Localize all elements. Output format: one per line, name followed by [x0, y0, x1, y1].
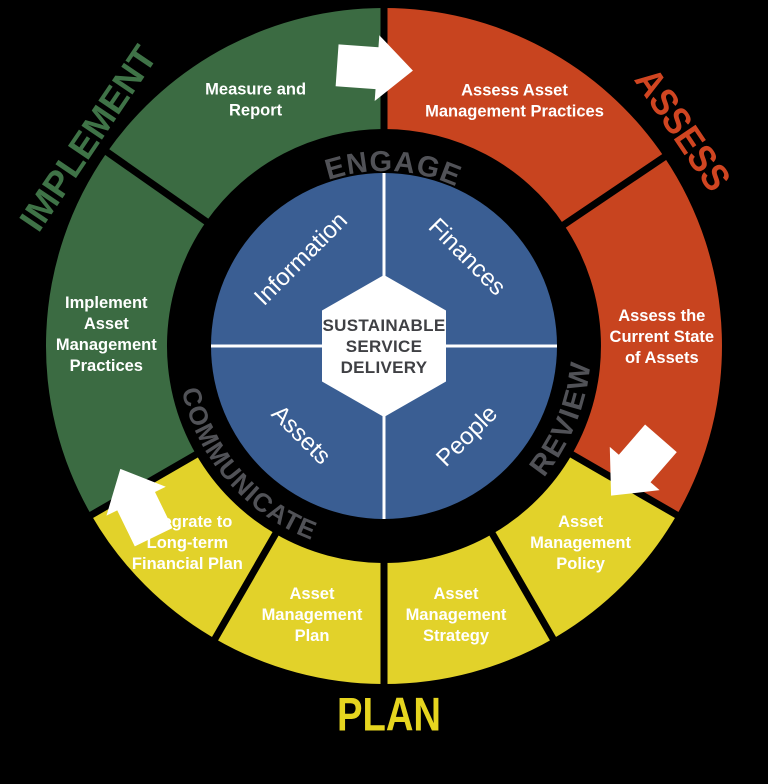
segment-label-line: Assess the — [618, 307, 705, 325]
segment-label-line: Management — [262, 606, 363, 624]
phase-label-plan: PLAN — [337, 688, 441, 741]
segment-label-line: Practices — [70, 357, 143, 375]
segment-measure-and-report — [107, 7, 384, 222]
segment-label-line: Policy — [556, 555, 605, 573]
segment-label-line: Long-term — [147, 534, 229, 552]
segment-label-line: Management — [530, 534, 631, 552]
cycle-arrow-implement-to-assess — [335, 35, 413, 102]
center-hexagon — [322, 275, 446, 417]
segment-label-line: Asset — [84, 315, 129, 333]
center-hexagon-title: SUSTAINABLE SERVICE DELIVERY — [323, 316, 446, 377]
segment-implement-asset-management-practices — [45, 152, 207, 515]
segment-label-line: Management — [406, 606, 507, 624]
cycle-arrow-plan-to-implement — [106, 468, 173, 547]
segment-asset-management-policy — [492, 454, 677, 639]
segment-label-line: Asset — [434, 585, 479, 603]
segment-label-line: Implement — [65, 294, 148, 312]
segment-assess-current-state-of-assets — [563, 157, 722, 515]
segment-label-line: Financial Plan — [132, 555, 243, 573]
segment-label-line: Plan — [295, 627, 330, 645]
segment-label-line: Report — [229, 101, 283, 119]
segment-divider — [557, 151, 670, 231]
segment-label-line: Asset — [558, 513, 603, 531]
segment-label-line: of Assets — [625, 349, 699, 367]
segment-label-line: Management — [56, 336, 157, 354]
center-hexagon-line: SUSTAINABLE — [323, 316, 446, 335]
segment-label-line: Strategy — [423, 627, 490, 645]
segment-label-line: Assess Asset — [461, 82, 568, 100]
segment-assess-asset-management-practices — [384, 8, 665, 225]
cycle-arrow-assess-to-plan — [609, 424, 677, 496]
segment-divider — [101, 146, 213, 228]
segment-divider — [209, 527, 282, 644]
segment-label-line: Management Practices — [425, 103, 604, 121]
center-hexagon-line: SERVICE — [346, 337, 422, 356]
segment-label-line: Measure and — [205, 80, 306, 98]
segment-label-line: Asset — [290, 585, 335, 603]
segment-label-line: Current State — [610, 328, 715, 346]
segment-divider — [486, 527, 559, 644]
center-hexagon-line: DELIVERY — [341, 358, 428, 377]
